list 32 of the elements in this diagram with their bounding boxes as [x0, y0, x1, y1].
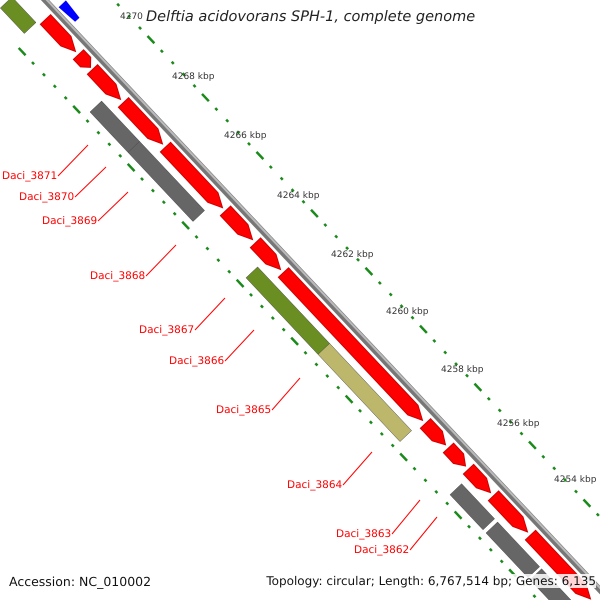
leader-line — [410, 516, 438, 550]
leader-line — [58, 144, 88, 176]
map-title: Delftia acidovorans SPH-1, complete genome — [146, 9, 476, 25]
gene-label: Daci_3864 — [287, 479, 342, 491]
leader-line — [342, 452, 372, 486]
accession-text: Accession: NC_010002 — [9, 574, 152, 589]
gene-label: Daci_3867 — [139, 324, 194, 336]
scale-label: 4254 kbp — [554, 475, 596, 485]
gene-label: Daci_3869 — [42, 215, 98, 227]
leader-line — [224, 330, 254, 362]
gene-label: Daci_3865 — [216, 404, 272, 416]
gene-label: Daci_3862 — [354, 544, 410, 556]
leader-line — [392, 500, 420, 534]
gene-label: Daci_3866 — [169, 355, 224, 367]
scale-label: 4260 kbp — [386, 307, 428, 317]
leader-line — [98, 192, 128, 222]
gene-label: Daci_3870 — [19, 191, 74, 203]
scale-label: 4258 kbp — [441, 365, 484, 375]
gene-label: Daci_3871 — [2, 170, 58, 182]
leader-line — [74, 166, 106, 198]
leader-line — [272, 378, 300, 410]
scale-label: 4270 — [120, 12, 143, 22]
scale-label: 4268 kbp — [172, 72, 214, 82]
gene-label: Daci_3863 — [336, 528, 392, 540]
gene-label: Daci_3868 — [90, 270, 146, 282]
scale-label: 4256 kbp — [497, 419, 540, 429]
leader-line — [194, 298, 226, 330]
scale-label: 4264 kbp — [277, 191, 320, 201]
leader-line — [146, 244, 176, 276]
scale-label: 4262 kbp — [331, 250, 374, 260]
scale-label: 4266 kbp — [224, 131, 266, 141]
genome-stats-text: Topology: circular; Length: 6,767,514 bp; Genes: 6,135 — [266, 574, 596, 588]
